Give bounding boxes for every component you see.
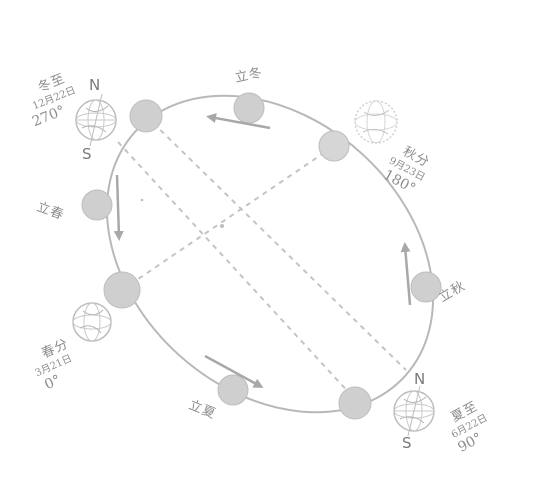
- earth-lichun: [81, 189, 113, 221]
- svg-text:立夏: 立夏: [187, 398, 219, 422]
- earth-liqiu: [410, 271, 442, 303]
- label-dongzhi: 冬至 12月22日 270°: [30, 70, 77, 130]
- pole-south-dongzhi: S: [82, 145, 92, 163]
- globe-icon-qiufen: [354, 100, 398, 144]
- earth-lixia: [217, 374, 249, 406]
- earth-xiazhi: [338, 386, 372, 420]
- pole-south-xiazhi: S: [402, 434, 412, 452]
- direction-arrow-left: [113, 174, 124, 241]
- earth-qiufen: [318, 130, 350, 162]
- label-xiazhi: 夏至 6月22日 90°: [449, 399, 490, 456]
- svg-text:0°: 0°: [42, 372, 63, 393]
- solstice-line: [117, 141, 353, 397]
- direction-arrow-bottom: [204, 354, 264, 388]
- svg-text:立春: 立春: [35, 200, 66, 224]
- orbit-path: [105, 94, 435, 414]
- cross-line-upper: [145, 115, 407, 371]
- svg-text:立秋: 立秋: [437, 278, 469, 305]
- label-lidong: 立冬: [234, 64, 265, 85]
- sun-center-dot: [220, 224, 224, 228]
- pole-north-dongzhi: N: [89, 76, 100, 94]
- label-chunfen: 春分 3月21日 0°: [33, 337, 74, 394]
- earth-chunfen: [103, 271, 141, 309]
- direction-arrow-top: [206, 113, 271, 130]
- label-lichun: 立春: [35, 200, 66, 224]
- globe-icon-chunfen: [72, 302, 112, 342]
- equinox-line: [121, 145, 335, 291]
- label-lixia: 立夏: [187, 398, 219, 422]
- label-qiufen: 秋分 9月23日 180°: [381, 144, 432, 197]
- earth-lidong: [233, 92, 265, 124]
- pole-north-xiazhi: N: [414, 370, 425, 388]
- label-liqiu: 立秋: [437, 278, 469, 305]
- axis-xiazhi: [407, 385, 421, 437]
- axis-dongzhi: [89, 93, 103, 147]
- earth-dongzhi: [129, 99, 163, 133]
- focus-dot: [140, 198, 144, 202]
- svg-text:立冬: 立冬: [234, 64, 265, 85]
- direction-arrow-right: [400, 242, 412, 306]
